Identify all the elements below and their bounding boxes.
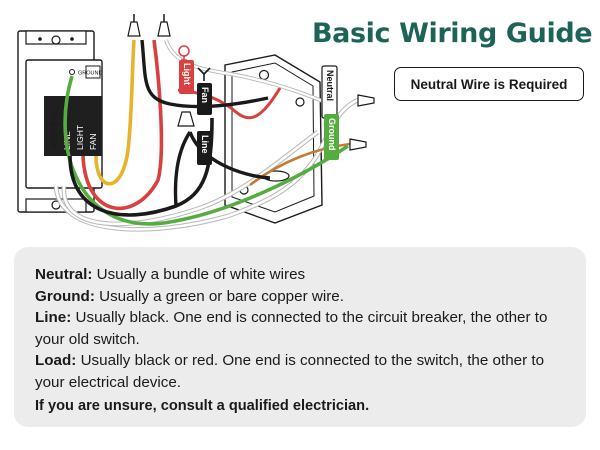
svg-text:Fan: Fan <box>200 87 210 103</box>
info-line: Line: Usually black. One end is connecte… <box>35 309 548 348</box>
wire-nut-2 <box>157 14 171 37</box>
svg-text:Light: Light <box>182 63 192 85</box>
wire-nut-neutral <box>357 94 375 107</box>
wire-info-panel: Neutral: Usually a bundle of white wires… <box>14 247 586 427</box>
tag-ground: Ground <box>324 114 339 160</box>
svg-text:Ground: Ground <box>327 118 337 151</box>
tag-light: Light <box>179 60 194 94</box>
smart-switch: GROUND NEUTRAL LINE LIGHT FAN <box>17 30 103 213</box>
svg-text:Neutral: Neutral <box>325 70 335 101</box>
info-load: Load: Usually black or red. One end is c… <box>35 352 545 391</box>
wiring-diagram: GROUND NEUTRAL LINE LIGHT FAN <box>17 14 375 232</box>
wire-nut-ground <box>349 138 367 151</box>
wire-nut-3 <box>177 111 195 127</box>
page-title: Basic Wiring Guide <box>312 18 593 49</box>
wire-ground <box>63 75 349 226</box>
info-neutral: Neutral: Usually a bundle of white wires <box>35 266 306 283</box>
svg-text:Line: Line <box>200 135 210 154</box>
neutral-required-badge: Neutral Wire is Required <box>394 67 584 101</box>
wire-light <box>81 39 164 211</box>
switch-screw-top <box>51 35 61 45</box>
terminal-label-ground: GROUND <box>78 71 102 77</box>
terminal-label-light: LIGHT <box>75 125 85 150</box>
tag-fan: Fan <box>197 83 212 115</box>
fan-icon <box>197 67 211 81</box>
tag-line: Line <box>197 131 212 165</box>
terminal-label-fan: FAN <box>88 133 98 150</box>
tag-neutral: Neutral <box>321 65 338 119</box>
terminal-label-neutral: NEUTRAL <box>49 110 59 150</box>
info-warning: If you are unsure, consult a qualified e… <box>35 398 370 414</box>
wire-fan <box>94 39 136 186</box>
wire-nut-1 <box>127 14 141 37</box>
info-ground: Ground: Usually a green or bare copper w… <box>35 287 344 305</box>
